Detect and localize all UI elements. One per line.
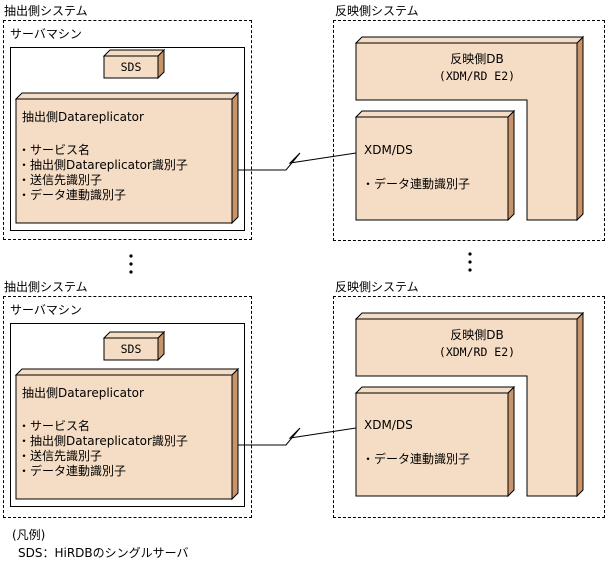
legend-title: (凡例) [12, 528, 46, 542]
reflect-system-frame-1 [333, 20, 605, 241]
datareplicator-items-1: ・サービス名 ・抽出側Datareplicator識別子 ・送信先識別子 ・デー… [18, 143, 188, 203]
extract-system-label-2: 抽出側システム [4, 280, 88, 294]
reflect-db-subtitle-2: (XDM/RD E2) [438, 345, 516, 359]
datareplicator-title-1: 抽出側Datareplicator [22, 110, 144, 124]
datareplicator-item: ・送信先識別子 [18, 173, 103, 187]
connection-line-2 [238, 427, 357, 446]
server-machine-label-1: サーバマシン [10, 27, 82, 41]
sds-label-2: SDS [120, 342, 142, 356]
datareplicator-box-1 [14, 91, 240, 225]
datareplicator-item: ・サービス名 [18, 143, 91, 157]
datareplicator-box-2 [14, 367, 240, 501]
reflect-db-shape-1 [354, 35, 585, 222]
datareplicator-items-2: ・サービス名 ・抽出側Datareplicator識別子 ・送信先識別子 ・デー… [18, 419, 188, 479]
xdmds-item-1: ・データ連動識別子 [362, 177, 471, 191]
datareplicator-item: ・データ連動識別子 [18, 464, 127, 478]
reflect-db-subtitle-1: (XDM/RD E2) [438, 69, 516, 83]
sds-box-2 [102, 330, 166, 362]
sds-label-1: SDS [120, 60, 142, 74]
datareplicator-item: ・抽出側Datareplicator識別子 [18, 158, 188, 172]
server-machine-frame-2 [10, 323, 245, 507]
extract-system-frame-2 [3, 296, 252, 518]
reflect-db-title-1: 反映側DB [450, 52, 504, 66]
datareplicator-item: ・データ連動識別子 [18, 188, 127, 202]
extract-system-label-1: 抽出側システム [4, 4, 88, 18]
sds-box-1 [102, 48, 166, 80]
legend-entry: SDS：HiRDBのシングルサーバ [18, 546, 189, 560]
xdmds-box-1 [354, 109, 516, 222]
connection-line-1 [238, 152, 357, 171]
reflect-system-label-2: 反映側システム [335, 280, 419, 294]
server-machine-frame-1 [10, 47, 245, 231]
xdmds-title-2: XDM/DS [364, 418, 413, 432]
xdmds-box-2 [354, 385, 516, 498]
reflect-system-label-1: 反映側システム [335, 4, 419, 18]
ellipsis-dots-right [468, 252, 472, 272]
datareplicator-title-2: 抽出側Datareplicator [22, 386, 144, 400]
reflect-system-frame-2 [333, 296, 605, 518]
datareplicator-item: ・送信先識別子 [18, 449, 103, 463]
ellipsis-dots-left [129, 254, 133, 274]
datareplicator-item: ・抽出側Datareplicator識別子 [18, 434, 188, 448]
datareplicator-item: ・サービス名 [18, 419, 91, 433]
reflect-db-shape-2 [354, 311, 585, 498]
server-machine-label-2: サーバマシン [10, 303, 82, 317]
reflect-db-title-2: 反映側DB [450, 328, 504, 342]
xdmds-item-2: ・データ連動識別子 [362, 452, 471, 466]
xdmds-title-1: XDM/DS [364, 143, 413, 157]
extract-system-frame-1 [3, 20, 252, 240]
